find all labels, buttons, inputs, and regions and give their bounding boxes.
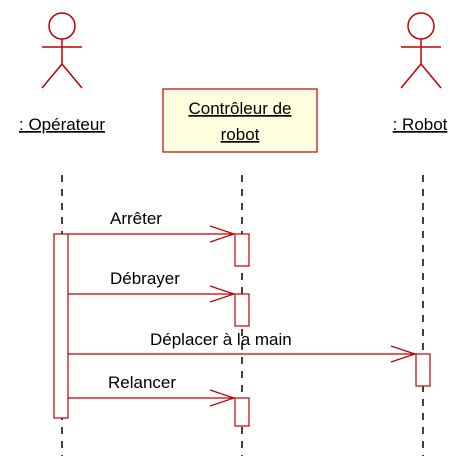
operator-activation-bar [53, 233, 69, 419]
message-debrayer-arrow [68, 285, 236, 303]
robot-actor-icon [400, 12, 442, 89]
controller-label-line-2: robot [221, 125, 260, 144]
controller-activation-arreter [234, 233, 250, 267]
message-relancer-label: Relancer [108, 373, 176, 392]
message-relancer-arrow [68, 389, 236, 407]
controller-object-box [162, 88, 318, 153]
controller-label-line-1: Contrôleur de [188, 99, 291, 118]
message-arreter-arrow [68, 225, 236, 243]
controller-activation-relancer [234, 397, 250, 427]
controller-activation-debrayer [234, 293, 250, 327]
message-deplacer-arrow [68, 345, 417, 363]
operator-actor-icon [41, 12, 83, 89]
operator-label: : Opérateur [19, 115, 105, 134]
message-debrayer-label: Débrayer [110, 269, 180, 288]
message-arreter-label: Arrêter [110, 209, 162, 228]
robot-activation-deplacer [415, 353, 431, 387]
message-deplacer-label: Déplacer à la main [150, 330, 292, 349]
robot-label: : Robot [393, 115, 448, 134]
